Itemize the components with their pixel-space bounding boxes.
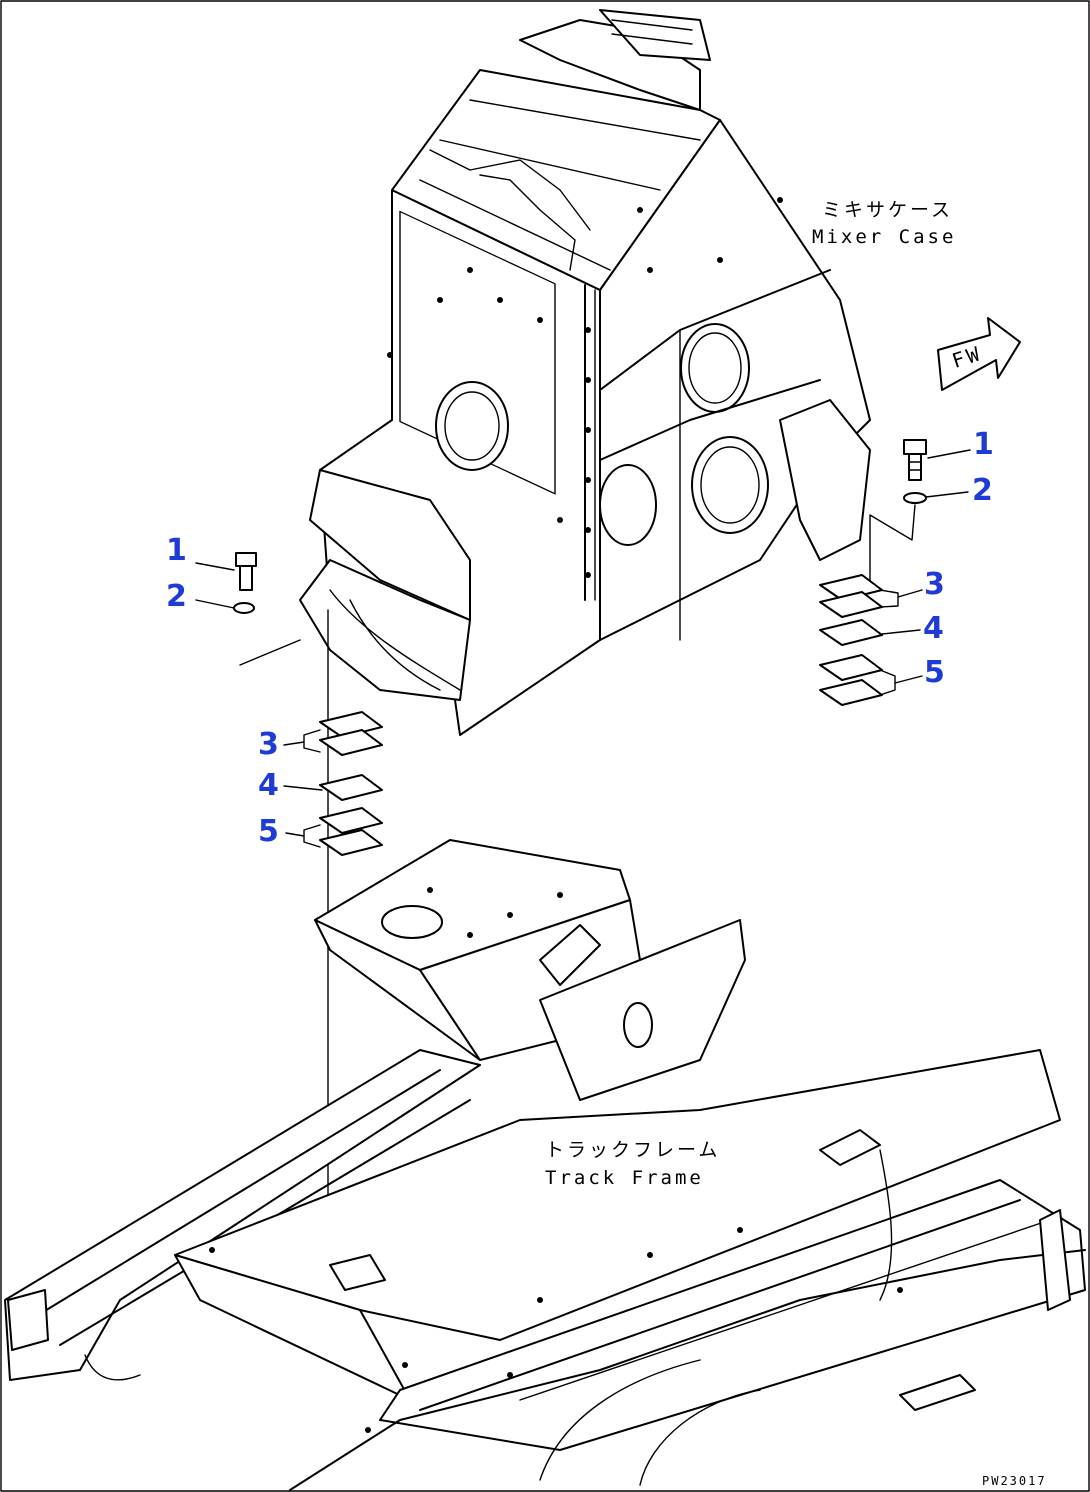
mixer-case-label-jp: ミキサケース — [822, 199, 954, 221]
callout-left-2: 2 — [166, 579, 187, 614]
callout-right-4: 4 — [923, 611, 944, 646]
drawing-code: PW23017 — [982, 1474, 1047, 1488]
left-callout-leaders — [195, 562, 323, 837]
forward-arrow-icon — [937, 317, 1021, 391]
track-frame-label-jp: トラックフレーム — [545, 1139, 721, 1161]
track-frame-label-en: Track Frame — [545, 1167, 704, 1189]
callout-left-5: 5 — [258, 814, 279, 849]
right-callout-leaders — [881, 449, 971, 684]
callout-left-4: 4 — [258, 768, 279, 803]
callout-right-2: 2 — [972, 473, 993, 508]
mixer-case-label-en: Mixer Case — [812, 226, 957, 248]
right-shim-stack — [819, 439, 927, 706]
left-shim-stack — [233, 552, 383, 1271]
callout-right-1: 1 — [973, 427, 994, 462]
track-frame — [4, 839, 1086, 1491]
callout-right-3: 3 — [924, 567, 945, 602]
callout-left-3: 3 — [258, 727, 279, 762]
mixer-case — [239, 9, 871, 736]
callout-left-1: 1 — [166, 533, 187, 568]
callout-right-5: 5 — [924, 655, 945, 690]
